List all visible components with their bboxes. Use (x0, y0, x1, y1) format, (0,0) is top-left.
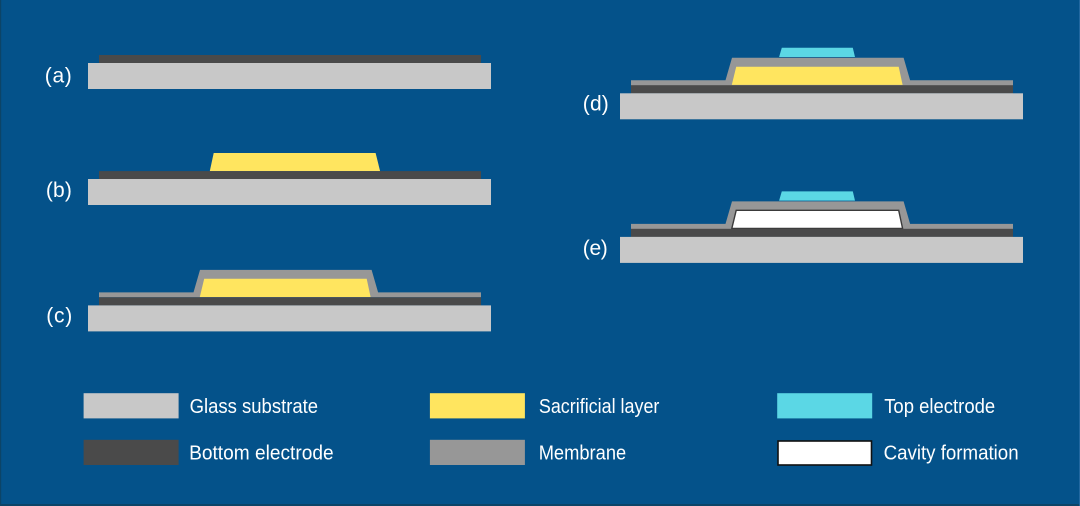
svg-text:(a): (a) (45, 65, 72, 88)
svg-text:Sacrificial layer: Sacrificial layer (539, 396, 660, 418)
svg-text:Top electrode: Top electrode (884, 396, 995, 418)
svg-text:(e): (e) (583, 237, 608, 260)
svg-text:Glass substrate: Glass substrate (190, 396, 319, 418)
svg-text:(c): (c) (46, 305, 72, 328)
svg-text:Membrane: Membrane (539, 443, 627, 465)
svg-text:(b): (b) (46, 179, 72, 202)
svg-text:Cavity formation: Cavity formation (884, 443, 1019, 465)
svg-text:(d): (d) (583, 93, 609, 116)
svg-text:Bottom electrode: Bottom electrode (189, 443, 334, 465)
